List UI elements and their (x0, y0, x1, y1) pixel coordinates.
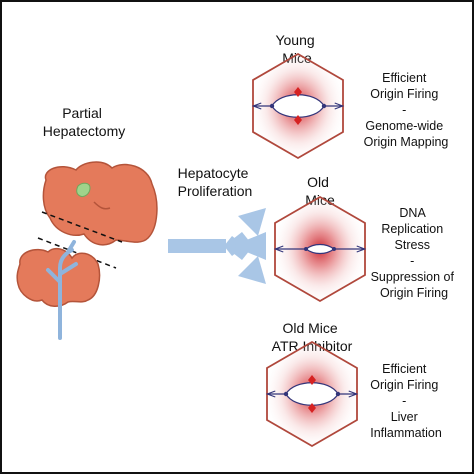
arrow-label: Hepatocyte Proliferation (178, 165, 253, 199)
old-mice-notes: DNA Replication Stress - Suppression of … (371, 206, 458, 300)
strand-end-marker (265, 390, 276, 398)
strand-end-marker (334, 102, 345, 110)
strand-end-marker (251, 102, 262, 110)
hepatic-vessels (46, 240, 78, 340)
replication-fork (335, 391, 341, 397)
lower-cut-line (37, 237, 117, 269)
old-mice-atr-notes: Efficient Origin Firing - Liver Inflamma… (370, 362, 442, 440)
three-way-arrow (168, 208, 266, 284)
replication-fork (283, 391, 289, 397)
strand-end-marker (348, 390, 359, 398)
replication-fork (321, 103, 327, 109)
origin-marker-bottom (308, 403, 316, 413)
liver-upper-lobe (42, 161, 158, 246)
young-mice-notes: Efficient Origin Firing - Genome-wide Or… (364, 71, 449, 149)
stalled-fork (304, 247, 308, 251)
strand-end-marker (356, 245, 367, 253)
procedure-label: Partial Hepatectomy (43, 105, 125, 139)
stalled-fork (332, 247, 336, 251)
origin-marker-top (294, 87, 302, 97)
replication-bubble (285, 382, 339, 406)
origin-marker-bottom (294, 115, 302, 125)
old-mice-hexagon (273, 195, 367, 303)
strand-end-marker (273, 245, 284, 253)
origin-marker-top (308, 375, 316, 385)
replication-bubble (271, 94, 325, 118)
old-mice-atr-hexagon (265, 340, 359, 448)
young-mice-hexagon (251, 52, 345, 160)
gallbladder (76, 182, 91, 197)
replication-fork (269, 103, 275, 109)
